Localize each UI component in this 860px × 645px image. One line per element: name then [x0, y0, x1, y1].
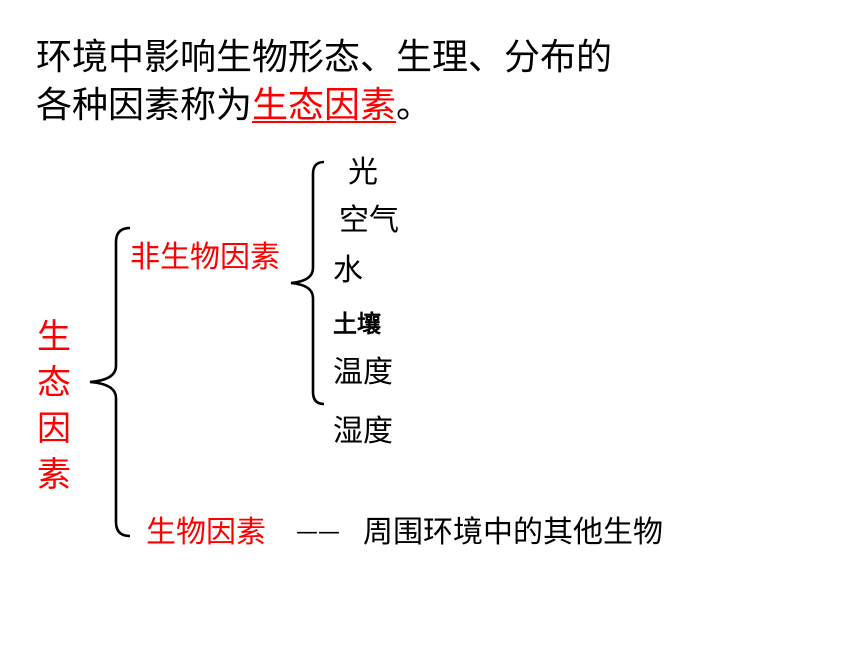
main-brace — [89, 226, 131, 538]
factor-humidity: 湿度 — [333, 414, 393, 449]
factor-water: 水 — [333, 253, 363, 288]
root-char-2: 态 — [37, 363, 71, 403]
factor-soil: 土壤 — [333, 310, 381, 338]
root-char-1: 生 — [37, 317, 71, 357]
root-char-3: 因 — [37, 409, 71, 449]
factor-light: 光 — [348, 155, 378, 190]
biotic-description: 周围环境中的其他生物 — [363, 515, 663, 550]
definition-term: 生态因素 — [252, 85, 397, 126]
abiotic-factors-label: 非生物因素 — [130, 240, 280, 275]
root-char-4: 素 — [37, 455, 71, 495]
definition-suffix: 。 — [396, 85, 433, 126]
biotic-dash: —— — [296, 520, 340, 545]
definition-line-1: 环境中影响生物形态、生理、分布的 — [36, 37, 613, 78]
definition-prefix: 各种因素称为 — [36, 85, 253, 126]
factor-temperature: 温度 — [333, 355, 393, 390]
abiotic-brace — [290, 160, 325, 406]
biotic-factors-label: 生物因素 — [146, 515, 266, 550]
factor-air: 空气 — [339, 203, 399, 238]
definition-line-2: 各种因素称为生态因素。 — [36, 84, 432, 127]
